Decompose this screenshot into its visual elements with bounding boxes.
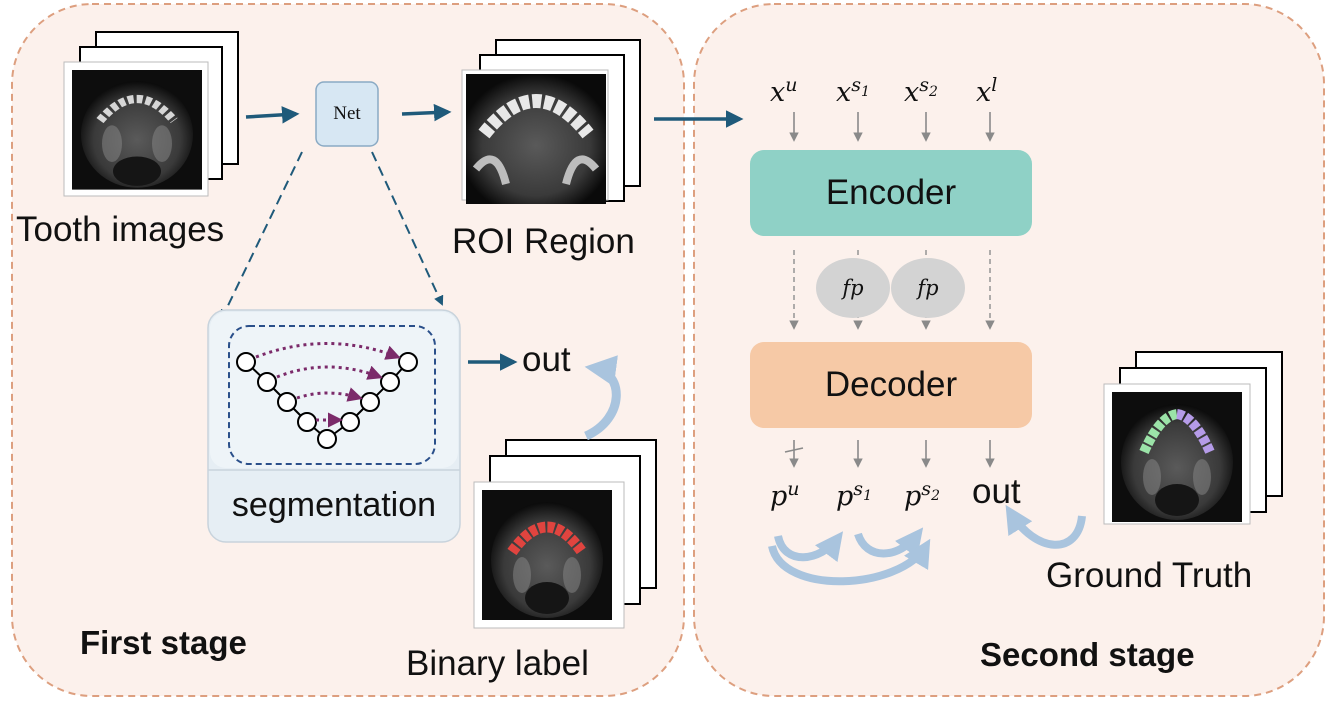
binary-label-caption: Binary label (406, 644, 589, 683)
net-label: Net (333, 103, 361, 124)
first-stage-title: First stage (80, 624, 247, 661)
output-p-s2: ps2 (904, 478, 940, 512)
curve-binary-to-out (583, 355, 621, 441)
input-arrows (789, 112, 995, 142)
roi-region-stack (462, 39, 641, 204)
second-stage-title: Second stage (980, 636, 1195, 673)
unet-outline (228, 325, 436, 465)
tooth-images-label: Tooth images (16, 210, 225, 249)
dashed-net-to-seg-right (371, 151, 444, 306)
ground-truth-label: Ground Truth (1046, 556, 1253, 595)
encoder-box (750, 150, 1032, 236)
output-p-u: pu (770, 478, 800, 512)
decoder-label: Decoder (824, 365, 958, 404)
encoder-label: Encoder (825, 173, 957, 212)
output-p-s1: ps1 (836, 478, 872, 512)
output-arrows (784, 440, 995, 468)
decoder-box (750, 342, 1032, 428)
fp-node-2 (891, 258, 965, 318)
fp-node-1 (816, 258, 890, 318)
fp-label-1: fp (842, 276, 864, 300)
second-stage-out-label: out (972, 472, 1021, 511)
input-x-s2: xs2 (904, 74, 938, 108)
arrow-images-to-net (245, 106, 300, 124)
segmentation-label: segmentation (231, 485, 437, 524)
net-box (315, 81, 379, 147)
first-stage-out-label: out (522, 340, 571, 379)
tooth-images-stack (63, 31, 239, 197)
ground-truth-stack (1103, 351, 1283, 524)
input-x-l: xl (976, 74, 998, 108)
binary-label-stack (473, 439, 657, 629)
arrow-net-to-roi (401, 103, 452, 122)
consistency-curves (768, 504, 1086, 586)
input-x-u: xu (770, 74, 798, 108)
dashed-net-to-seg-left (220, 151, 303, 320)
unet-graph (236, 352, 418, 449)
unet-skip-connections (255, 342, 401, 428)
fp-label-2: fp (917, 276, 939, 300)
roi-region-label: ROI Region (452, 222, 635, 261)
input-x-s1: xs1 (836, 74, 870, 108)
